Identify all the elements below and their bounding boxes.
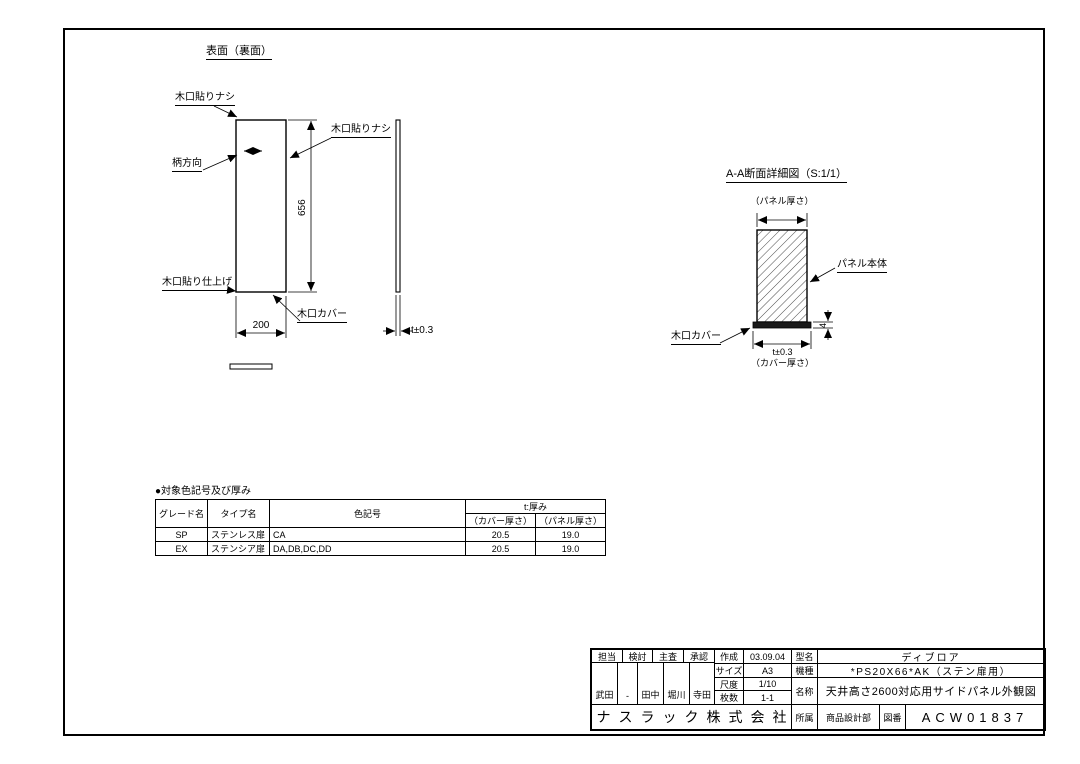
type-cell: ステンシア扉 [207,541,271,556]
section-dimension-top [756,213,808,227]
color-code-cell: DA,DB,DC,DD [269,541,467,556]
table-row: EX ステンシア扉 DA,DB,DC,DD 20.5 19.0 [154,541,607,556]
signer-name: 武田 [592,663,618,705]
edge-cover-label-front: 木口カバー [297,309,347,323]
panel-body-label: パネル本体 [837,259,887,273]
cover-thickness-label: （カバー厚さ） [750,358,814,368]
machine-type: *PS20X66*AK（ステン扉用） [818,664,1044,678]
panel-thickness-cell: 19.0 [535,541,607,556]
no-edge-band-top-label: 木口貼りナシ [175,92,235,106]
signer-name: - [618,663,638,705]
table-header-row: グレード名 タイプ名 色記号 t:厚み [154,499,607,528]
created-label: 作成 [715,650,744,664]
width-dimension-text: 200 [252,320,270,331]
no-edge-band-right-label: 木口貼りナシ [331,124,391,138]
name-label: 名称 [792,678,818,705]
col-header-grade: グレード名 [154,499,209,528]
header-shonin: 承認 [684,650,715,663]
scale-label: 尺度 [715,678,744,691]
section-dimension-bottom [752,331,812,349]
section-hatched-panel [756,229,808,323]
side-view-outline [383,119,413,336]
sheet-size: A3 [744,664,792,678]
section-leader-lines [719,267,836,344]
front-view-title: 表面（裏面） [206,45,272,60]
table-row: SP ステンレス扉 CA 20.5 19.0 [154,527,607,542]
front-panel-outline [235,119,287,293]
grain-direction-label: 柄方向 [172,158,202,172]
signer-name: 寺田 [690,663,715,705]
section-cover-strip [752,321,812,329]
col-header-color-code: 色記号 [269,499,467,528]
panel-thickness-cell: 19.0 [535,527,607,542]
drawing-number: ACW01837 [921,709,1029,725]
title-block: 担当 検討 主査 承認 武田 - 田中 堀川 寺田 作成 03.09.04 サイ… [590,648,1046,731]
size-label: サイズ [715,664,744,678]
sheets-label: 枚数 [715,691,744,705]
type-cell: ステンレス扉 [207,527,271,542]
col-header-panel-thickness: （パネル厚さ） [535,513,607,528]
section-thickness-dimension-text: t±0.3 [772,347,793,357]
created-date: 03.09.04 [744,650,792,664]
grade-cell: EX [154,541,209,556]
company-name: ナスラック株式会社 [592,705,792,729]
sheets-value: 1-1 [744,691,792,705]
grade-cell: SP [154,527,209,542]
cover-strip-view [229,363,273,370]
signer-name: 田中 [638,663,664,705]
color-table: ●対象色記号及び厚み グレード名 タイプ名 色記号 t:厚み （カバー厚さ） （… [154,482,607,556]
cover-thickness-cell: 20.5 [465,541,537,556]
scale-value: 1/10 [744,678,792,691]
model-label: 型名 [792,650,818,664]
color-table-title: ●対象色記号及び厚み [155,486,252,497]
color-code-cell: CA [269,527,467,542]
header-tanto: 担当 [592,650,623,663]
table-subheader-row: （カバー厚さ） （パネル厚さ） [156,513,607,528]
signer-name: 堀川 [664,663,690,705]
header-kento: 検討 [623,650,653,663]
cover-thickness-cell: 20.5 [465,527,537,542]
model-name: ディブロア [818,650,1044,664]
height-dimension-text: 656 [297,199,308,216]
drawing-number-label: 図番 [880,705,906,729]
drawing-frame [63,28,1045,736]
section-view-title: A-A断面詳細図（S:1/1） [726,168,848,183]
col-header-type: タイプ名 [207,499,271,528]
edge-band-finish-label: 木口貼り仕上げ [162,277,232,291]
drawing-name: 天井高さ2600対応用サイドパネル外観図 [818,678,1044,705]
edge-cover-label-section: 木口カバー [671,331,721,345]
department-name: 商品設計部 [818,705,880,729]
department-label: 所属 [792,705,818,729]
header-shusa: 主査 [653,650,684,663]
thickness-dimension-text: t±0.3 [411,325,434,336]
width-dimension-lines [235,296,287,338]
section-dimension-right [813,310,833,340]
height-dimension-lines [288,119,317,293]
cover-dimension-text: 4 [818,322,828,328]
col-header-thickness: t:厚み [465,499,607,514]
machine-label: 機種 [792,664,818,678]
panel-thickness-label: （パネル厚さ） [750,196,814,206]
col-header-cover-thickness: （カバー厚さ） [465,513,537,528]
